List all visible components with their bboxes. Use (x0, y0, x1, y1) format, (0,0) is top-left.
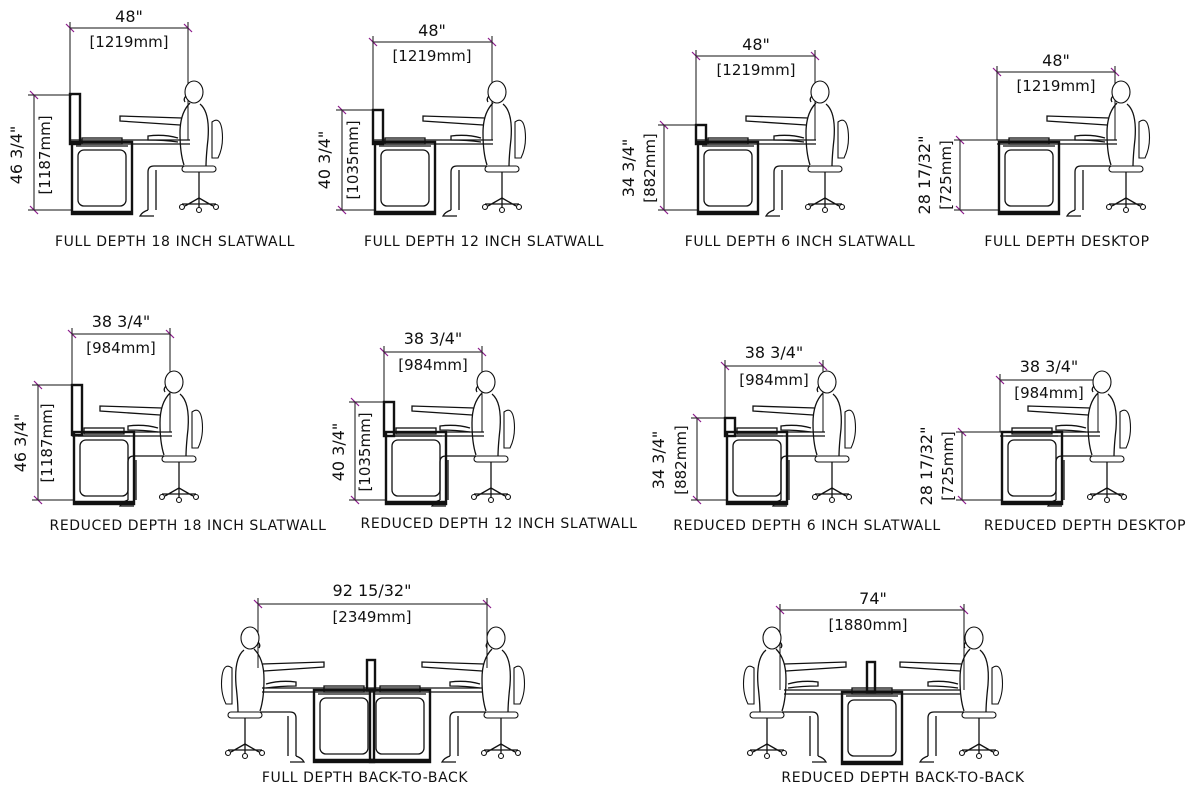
width-inches: 38 3/4" (404, 329, 463, 348)
height-mm: [725mm] (937, 140, 955, 210)
panel-full-6: 48" [1219mm] 34 3/4" [882mm] FULL DEPTH … (619, 35, 915, 250)
caption: FULL DEPTH 6 INCH SLATWALL (685, 234, 916, 250)
width-mm: [984mm] (398, 356, 468, 374)
caption: REDUCED DEPTH BACK-TO-BACK (781, 770, 1024, 786)
width-mm: [1219mm] (1016, 77, 1095, 95)
panel-red-b2b: 74" [1880mm] REDUCED DEPTH BACK-TO-BACK (742, 589, 1024, 786)
panel-full-18: 48" [1219mm] 46 3/4" [1187mm] FULL DEPTH… (7, 7, 295, 250)
caption: FULL DEPTH 18 INCH SLATWALL (55, 234, 295, 250)
width-inches: 38 3/4" (92, 312, 151, 331)
width-mm: [984mm] (86, 339, 156, 357)
height-inches: 40 3/4" (315, 131, 334, 190)
height-inches: 28 17/32" (915, 136, 934, 215)
width-inches: 38 3/4" (1020, 357, 1079, 376)
height-mm: [1187mm] (36, 115, 54, 194)
caption: FULL DEPTH 12 INCH SLATWALL (364, 234, 604, 250)
width-inches: 48" (115, 7, 143, 26)
width-inches: 74" (859, 589, 887, 608)
caption: REDUCED DEPTH 18 INCH SLATWALL (50, 518, 327, 534)
width-mm: [1219mm] (392, 47, 471, 65)
width-inches: 38 3/4" (745, 343, 804, 362)
width-inches: 92 15/32" (333, 581, 412, 600)
width-inches: 48" (1042, 51, 1070, 70)
height-inches: 28 17/32" (917, 427, 936, 506)
height-mm: [725mm] (939, 431, 957, 501)
caption: REDUCED DEPTH 6 INCH SLATWALL (673, 518, 940, 534)
height-inches: 46 3/4" (7, 126, 26, 185)
width-mm: [984mm] (739, 371, 809, 389)
panel-red-12: 38 3/4" [984mm] 40 3/4" [1035mm] REDUCED… (329, 329, 637, 532)
panel-red-6: 38 3/4" [984mm] 34 3/4" [882mm] REDUCED … (649, 343, 940, 534)
height-inches: 34 3/4" (649, 431, 668, 490)
width-mm: [1219mm] (716, 61, 795, 79)
caption: FULL DEPTH BACK-TO-BACK (262, 770, 469, 786)
height-mm: [882mm] (641, 133, 659, 203)
width-mm: [1880mm] (828, 616, 907, 634)
panel-full-b2b: 92 15/32" [2349mm] FULL DEPTH BACK-TO-BA… (220, 581, 526, 786)
height-mm: [1035mm] (356, 412, 374, 491)
height-inches: 40 3/4" (329, 423, 348, 482)
height-mm: [1187mm] (38, 403, 56, 482)
caption: FULL DEPTH DESKTOP (984, 234, 1149, 250)
panel-full-desk: 48" [1219mm] 28 17/32" [725mm] FULL DEPT… (915, 51, 1151, 250)
width-mm: [1219mm] (89, 33, 168, 51)
caption: REDUCED DEPTH 12 INCH SLATWALL (361, 516, 638, 532)
panel-full-12: 48" [1219mm] 40 3/4" [1035mm] FULL DEPTH… (315, 21, 604, 250)
width-mm: [2349mm] (332, 608, 411, 626)
caption: REDUCED DEPTH DESKTOP (984, 518, 1186, 534)
height-mm: [1035mm] (344, 120, 362, 199)
height-mm: [882mm] (672, 425, 690, 495)
width-inches: 48" (742, 35, 770, 54)
width-inches: 48" (418, 21, 446, 40)
panel-red-desk: 38 3/4" [984mm] 28 17/32" [725mm] REDUCE… (917, 357, 1186, 534)
panel-red-18: 38 3/4" [984mm] 46 3/4" [1187mm] REDUCED… (11, 312, 326, 534)
height-inches: 46 3/4" (11, 414, 30, 473)
width-mm: [984mm] (1014, 384, 1084, 402)
height-inches: 34 3/4" (619, 139, 638, 198)
